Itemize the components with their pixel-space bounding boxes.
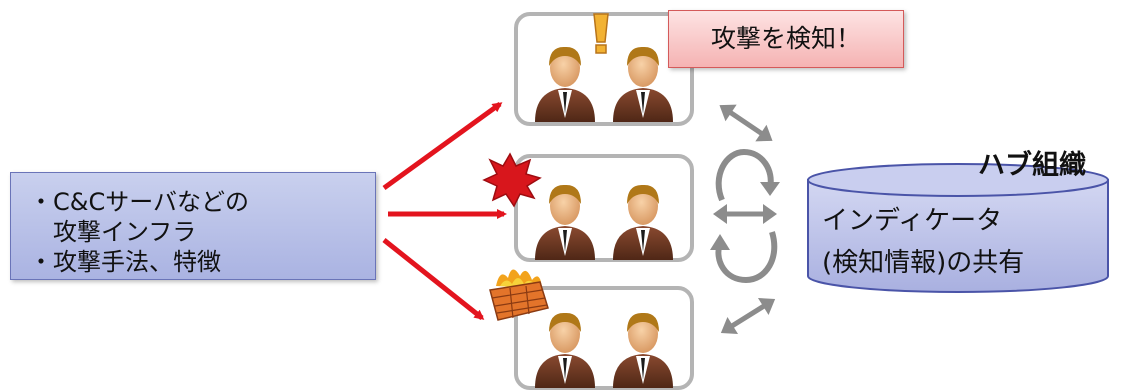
attack-arrow-top (382, 101, 503, 191)
attacker-line-2: 攻撃インフラ (29, 218, 197, 246)
hub-text-line-1: インディケータ (822, 206, 1003, 236)
double-arrow-icon (716, 291, 781, 342)
alert-callout: 攻撃を検知！ (668, 10, 904, 68)
explosion-icon (482, 152, 542, 208)
exclamation-icon (593, 13, 609, 54)
double-arrow-icon (713, 204, 777, 224)
attacker-line-3: ・攻撃手法、特徴 (29, 248, 221, 276)
hub-text-line-2: (検知情報)の共有 (822, 248, 1025, 278)
firewall-icon (489, 269, 549, 321)
hub-title: ハブ組織 (978, 150, 1086, 181)
attack-arrow-bottom (382, 238, 485, 320)
attacker-info-box: ・C&Cサーバなどの 攻撃インフラ ・攻撃手法、特徴 (10, 172, 376, 280)
attacker-line-1: ・C&Cサーバなどの (29, 188, 249, 216)
cycle-arrow-icon (715, 148, 780, 202)
cycle-arrow-icon (710, 231, 778, 284)
double-arrow-icon (714, 97, 778, 149)
hub-database (807, 163, 1109, 293)
